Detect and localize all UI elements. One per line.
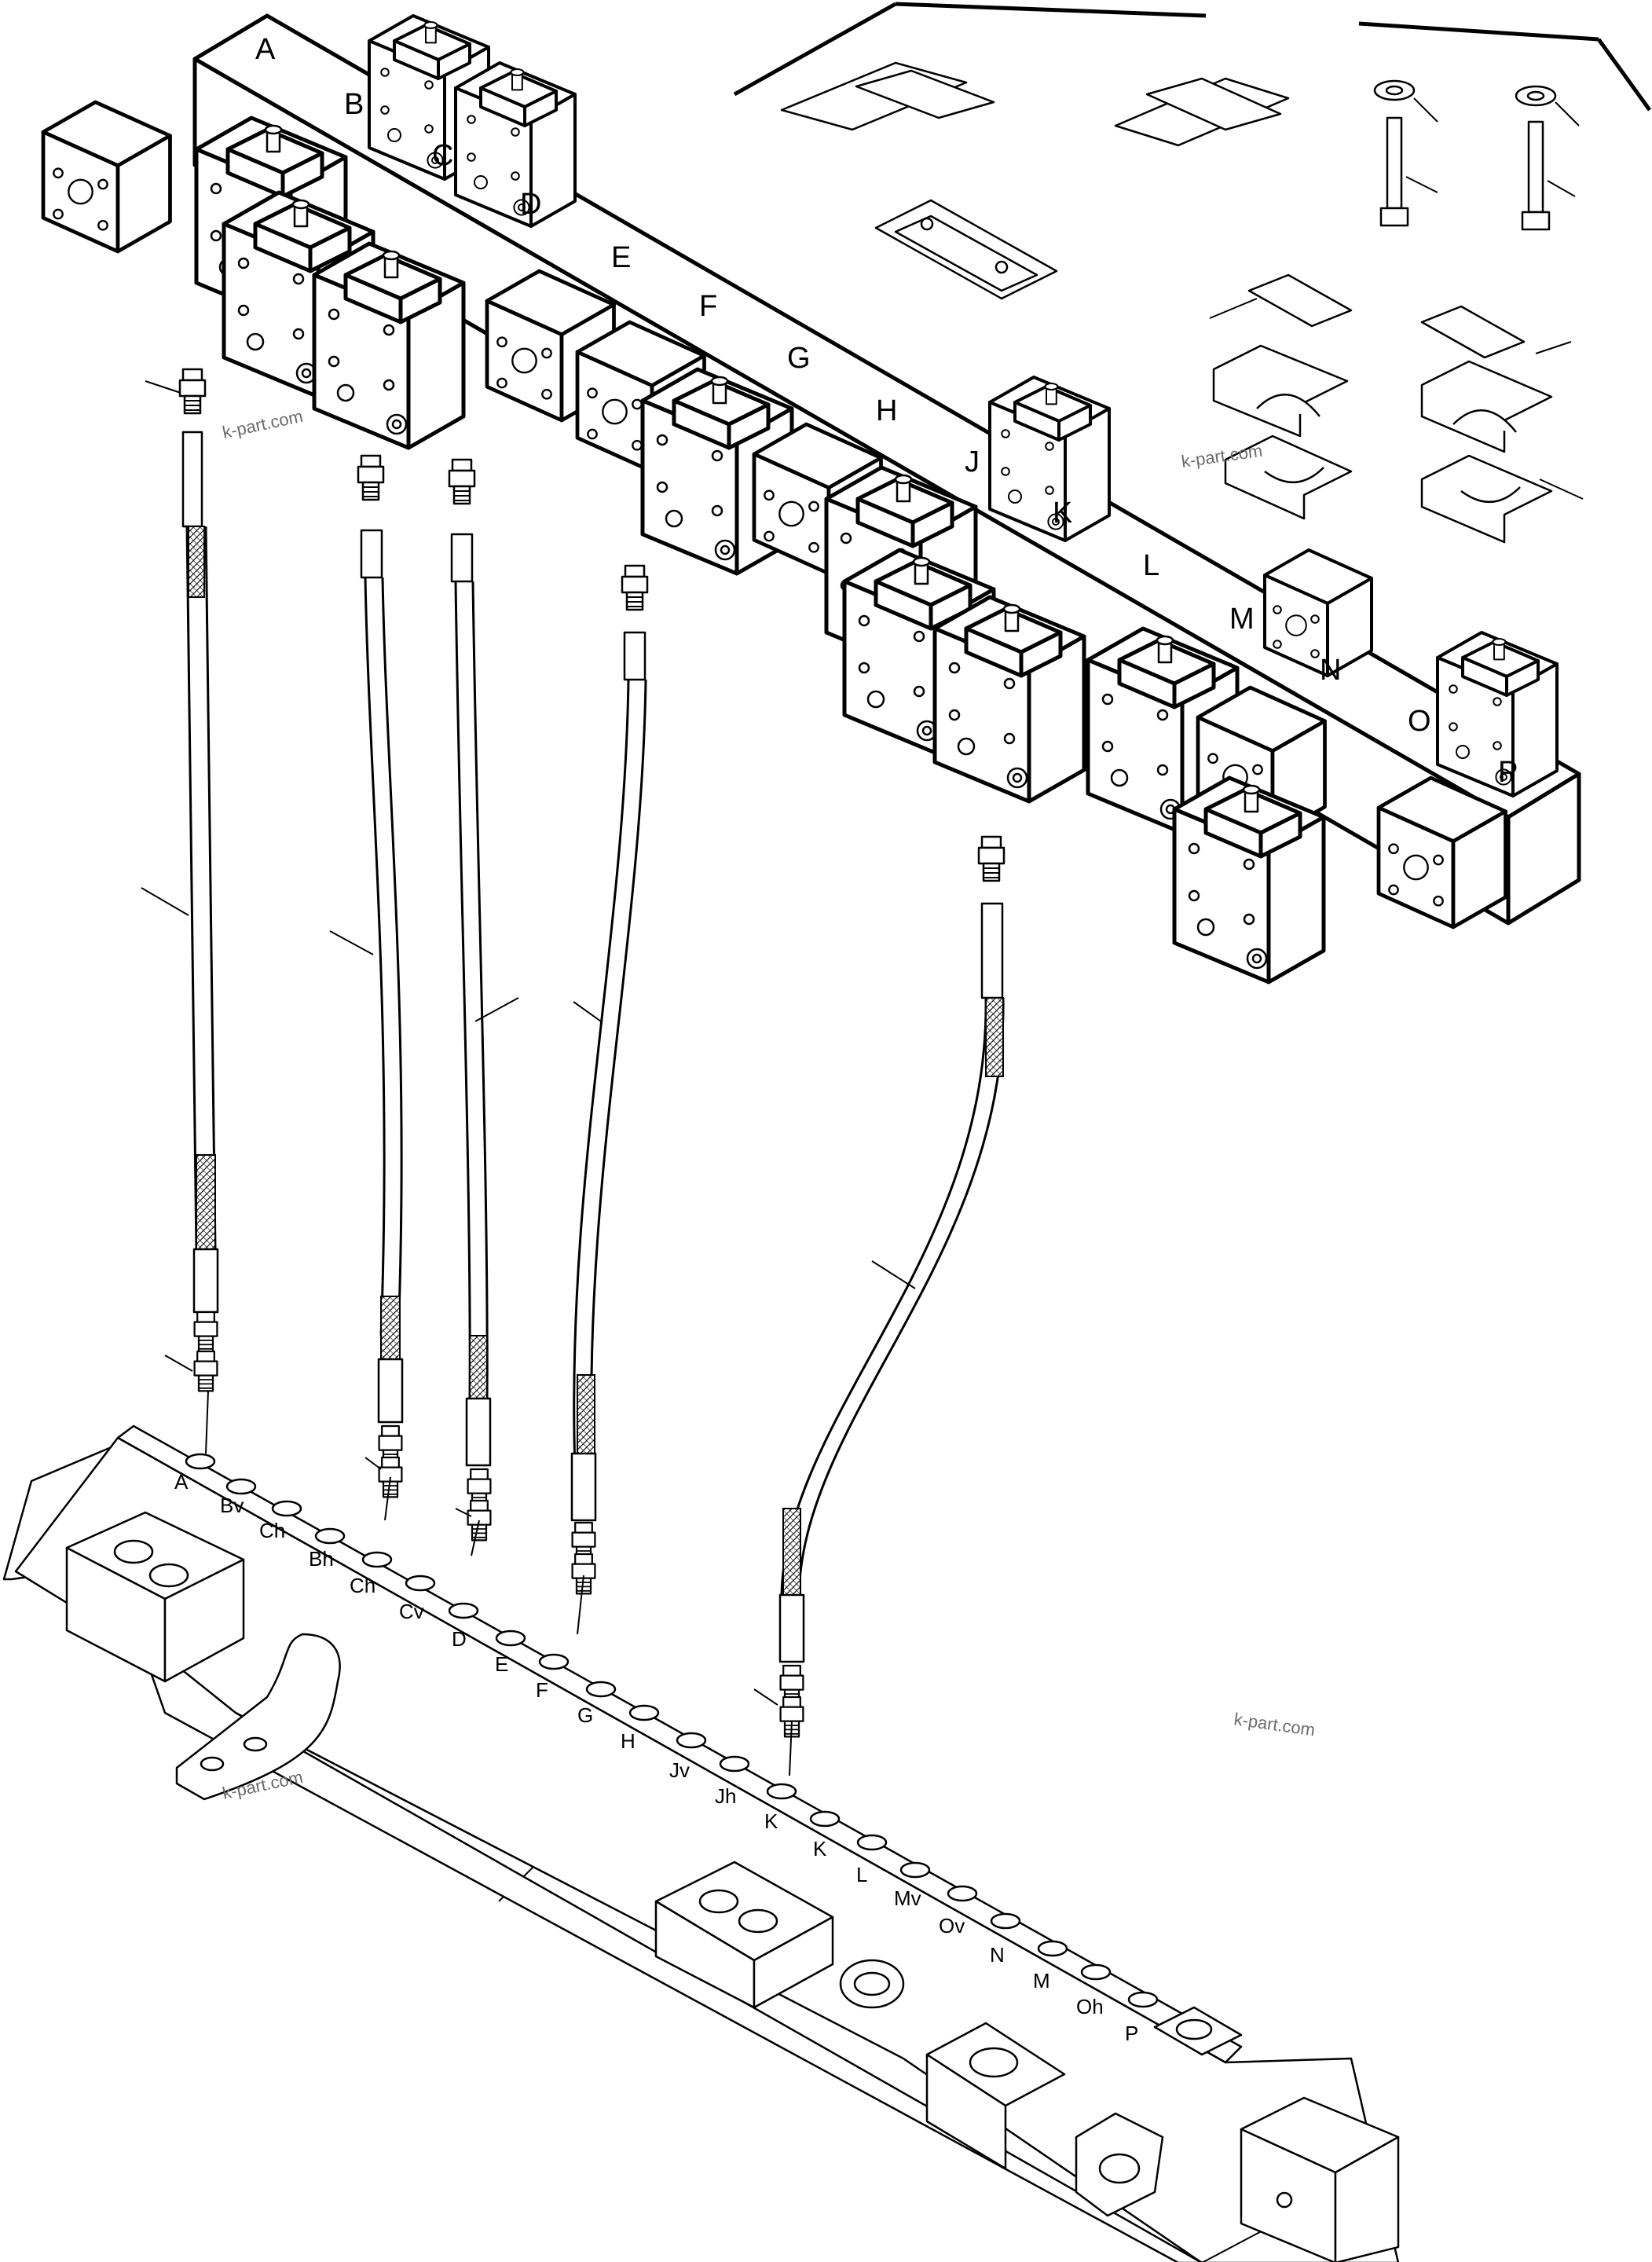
front-valve-blocks [43,102,1506,982]
mount-pad-right [925,2022,1400,2262]
port-label-E: E [495,1652,508,1676]
port-label-Jv: Jv [669,1758,690,1782]
port-label-Ch-2: Ch [350,1574,375,1597]
port-block-end [1153,2006,1243,2056]
block-label-P: P [1498,756,1518,789]
hose-Bh [357,454,404,1498]
block-label-M: M [1229,603,1255,636]
port-label-D: D [452,1627,467,1651]
watermark-1: k-part.com [221,406,305,442]
port-label-Jh: Jh [715,1784,736,1808]
bolt-left [1373,79,1416,227]
port-label-Mv: Mv [894,1886,921,1910]
mounting-tab [175,1633,341,1801]
hose-K [778,835,1005,1738]
port-label-K-1: K [764,1809,778,1833]
hose-Ch [448,458,492,1542]
block-labels: A B C D E F G H J K L M N O P [255,33,1518,789]
port-label-F: F [536,1678,548,1702]
port-label-K-2: K [813,1837,827,1861]
block-label-F: F [699,290,717,323]
port-label-M: M [1033,1969,1050,1993]
port-label-L: L [856,1863,867,1886]
port-label-G: G [577,1703,593,1727]
port-label-Ov: Ov [939,1914,965,1938]
mount-pad-center [654,1861,905,2009]
port-label-Ch-1: Ch [259,1519,285,1542]
beam-port-holes [185,1453,1159,2008]
block-label-K: K [1053,497,1072,530]
block-label-G: G [787,342,811,375]
bracket-hardware [733,2,1652,544]
port-label-Bh: Bh [309,1547,334,1571]
hose-E [570,564,649,1595]
mount-pad-left [65,1511,245,1683]
port-label-Cv: Cv [399,1600,424,1623]
block-label-O: O [1408,705,1431,738]
bolt-right [1515,85,1557,231]
port-label-N: N [990,1943,1005,1967]
block-label-J: J [965,445,980,478]
leader-lines [141,380,916,1902]
port-label-Oh: Oh [1076,1995,1104,2018]
port-label-A: A [174,1470,189,1494]
hydraulic-hoses [178,368,1005,1738]
block-label-C: C [432,139,453,172]
distribution-beam: A Bv Ch Bh Ch Cv D E F G H Jv Jh K K L M… [2,1424,1400,2262]
pipe-clamp-left [1212,273,1353,520]
block-label-B: B [344,88,364,121]
watermark-3: k-part.com [1233,1709,1316,1740]
hose-A [178,368,219,1392]
pipe-clamp-right [1420,305,1553,544]
block-label-E: E [611,241,631,274]
block-label-L: L [1143,549,1159,582]
block-label-N: N [1320,654,1341,687]
port-label-P: P [1125,2022,1138,2045]
block-label-D: D [520,188,541,221]
port-label-H: H [621,1729,636,1753]
port-labels: A Bv Ch Bh Ch Cv D E F G H Jv Jh K K L M… [174,1470,1138,2045]
block-label-H: H [876,394,897,427]
block-label-A: A [255,33,276,66]
port-label-Bv: Bv [220,1494,244,1517]
